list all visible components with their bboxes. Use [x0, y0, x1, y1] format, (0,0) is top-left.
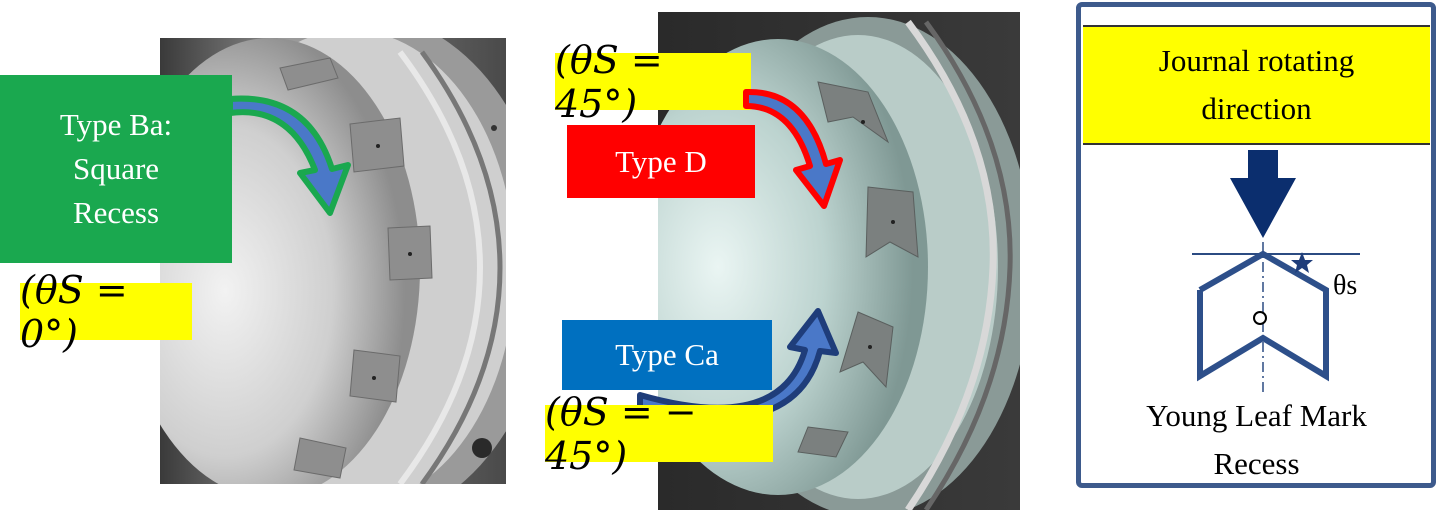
angle-label-0: (θS = 0°)	[20, 268, 192, 356]
type-ba-line1: Type Ba:	[59, 107, 173, 142]
type-ba-label: Type Ba: Square Recess	[0, 75, 232, 263]
orifice-icon	[1253, 311, 1267, 325]
caption-line2: Recess	[1213, 446, 1300, 481]
journal-title-line2: direction	[1201, 91, 1312, 126]
type-ba-line2: Square	[72, 151, 160, 186]
type-d-label: Type D	[567, 125, 755, 198]
rotation-arrow-left	[227, 95, 351, 216]
young-leaf-mark-panel	[1076, 2, 1436, 488]
angle-label-minus-45: (θS = − 45°)	[545, 390, 773, 478]
type-ca-label: Type Ca	[562, 320, 772, 390]
down-arrow-icon	[1230, 150, 1296, 238]
journal-title-line1: Journal rotating	[1158, 43, 1355, 78]
leaf-mark-diagram	[1192, 150, 1360, 392]
type-ba-line3: Recess	[72, 195, 160, 230]
caption-line1: Young Leaf Mark	[1146, 398, 1367, 433]
theta-s-label: θs	[1333, 270, 1358, 301]
photo-square-recess-bearing	[160, 38, 506, 484]
journal-rotating-direction-box: Journal rotating direction	[1083, 25, 1430, 145]
angle-label-45: (θS = 45°)	[555, 38, 751, 126]
star-icon	[1291, 252, 1313, 273]
rotation-arrow-type-d	[743, 88, 843, 209]
young-leaf-mark-caption: Young Leaf Mark Recess	[1083, 392, 1430, 488]
